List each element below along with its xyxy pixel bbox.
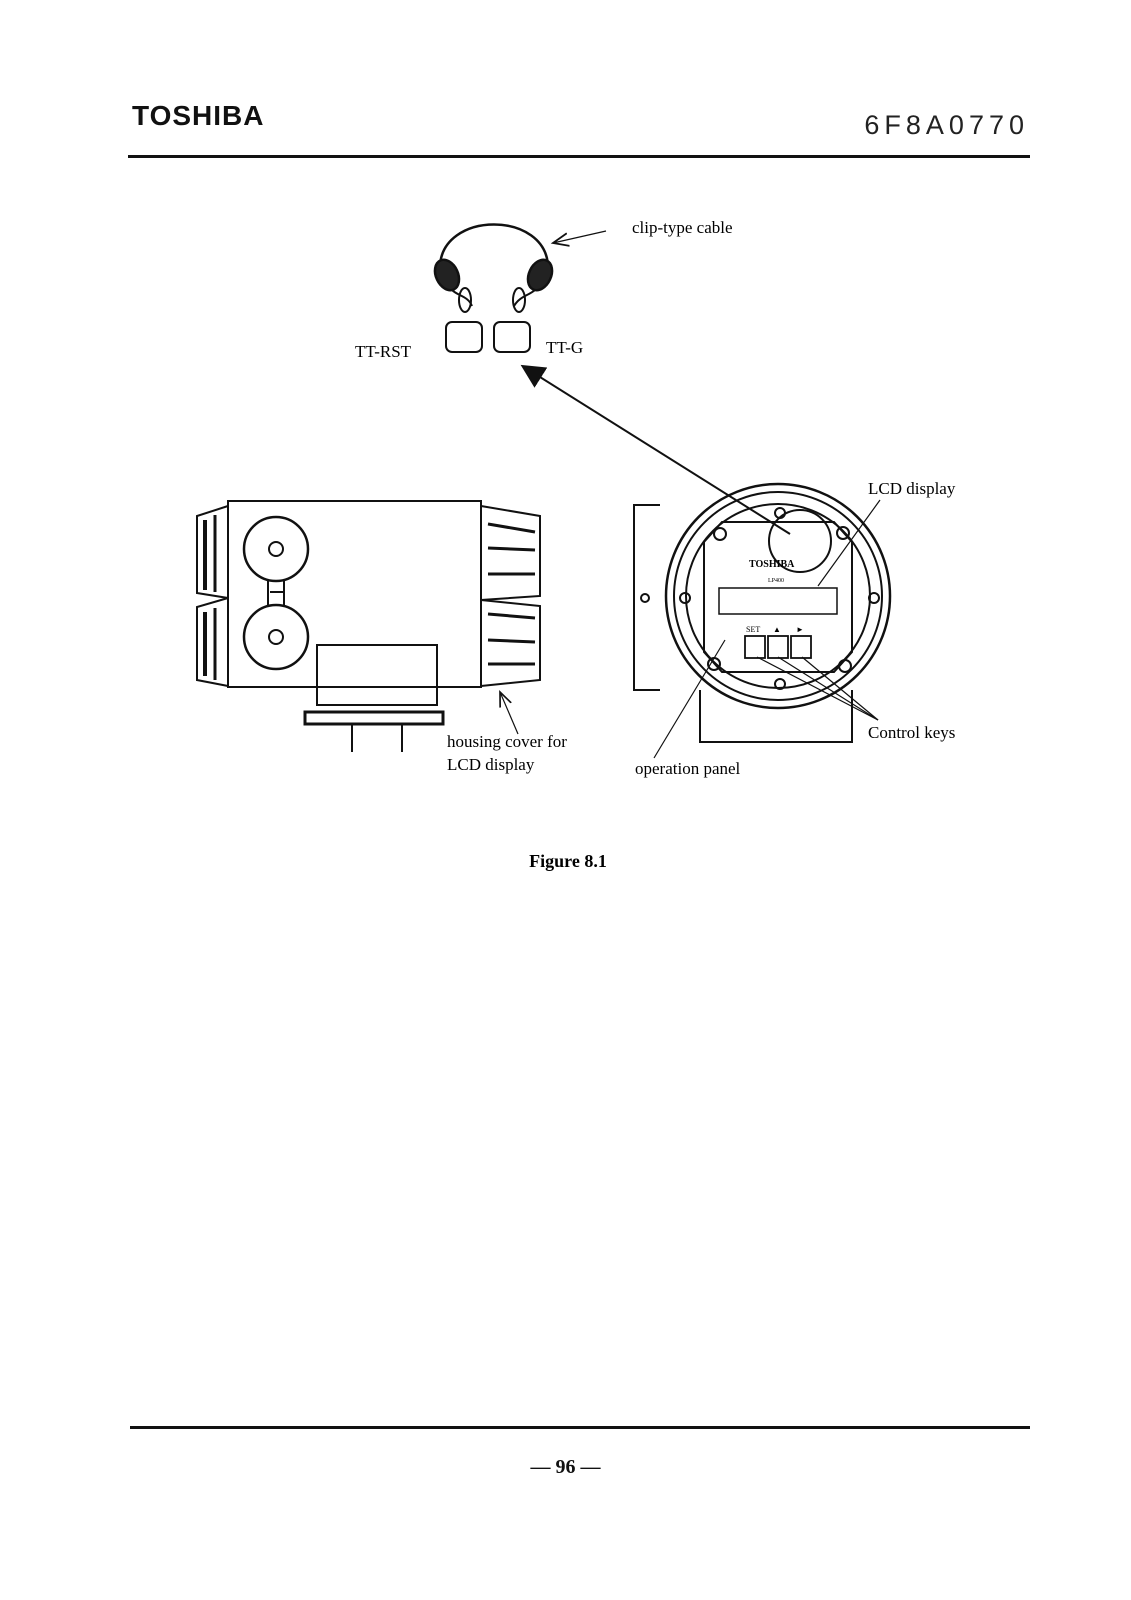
control-keys-label: Control keys (868, 723, 955, 742)
lcd-display-label: LCD display (868, 479, 956, 498)
panel-key-set-text: SET (746, 625, 760, 634)
housing-cover-label-line2: LCD display (447, 755, 535, 774)
connection-arrow (520, 364, 791, 535)
page-number: — 96 — (530, 1456, 601, 1478)
figure-caption: Figure 8.1 (529, 851, 607, 871)
housing-cover-pointer (500, 692, 519, 735)
panel-key-right-symbol: ► (796, 625, 804, 634)
tt-g-label: TT-G (546, 338, 583, 357)
footer-rule (130, 1426, 1030, 1429)
housing-side-view (196, 500, 541, 752)
clip-cable-label: clip-type cable (632, 218, 733, 237)
header-rule (128, 155, 1030, 158)
control-keys-pointers (756, 656, 879, 721)
operation-panel-label: operation panel (635, 759, 741, 778)
panel-brand-text: TOSHIBA (749, 559, 795, 570)
housing-cover-label-line1: housing cover for (447, 732, 567, 751)
tt-rst-label: TT-RST (355, 342, 412, 361)
document-number: 6F8A0770 (864, 110, 1029, 140)
brand-logo: TOSHIBA (132, 100, 265, 131)
clip-cable-pointer (553, 230, 607, 243)
panel-key-up-symbol: ▲ (773, 625, 781, 634)
housing-front-view (633, 482, 892, 743)
panel-model-text: LP400 (768, 578, 784, 584)
operation-panel-pointer (653, 639, 726, 759)
clip-cable-illustration (433, 223, 554, 353)
lcd-display-pointer (817, 499, 881, 587)
